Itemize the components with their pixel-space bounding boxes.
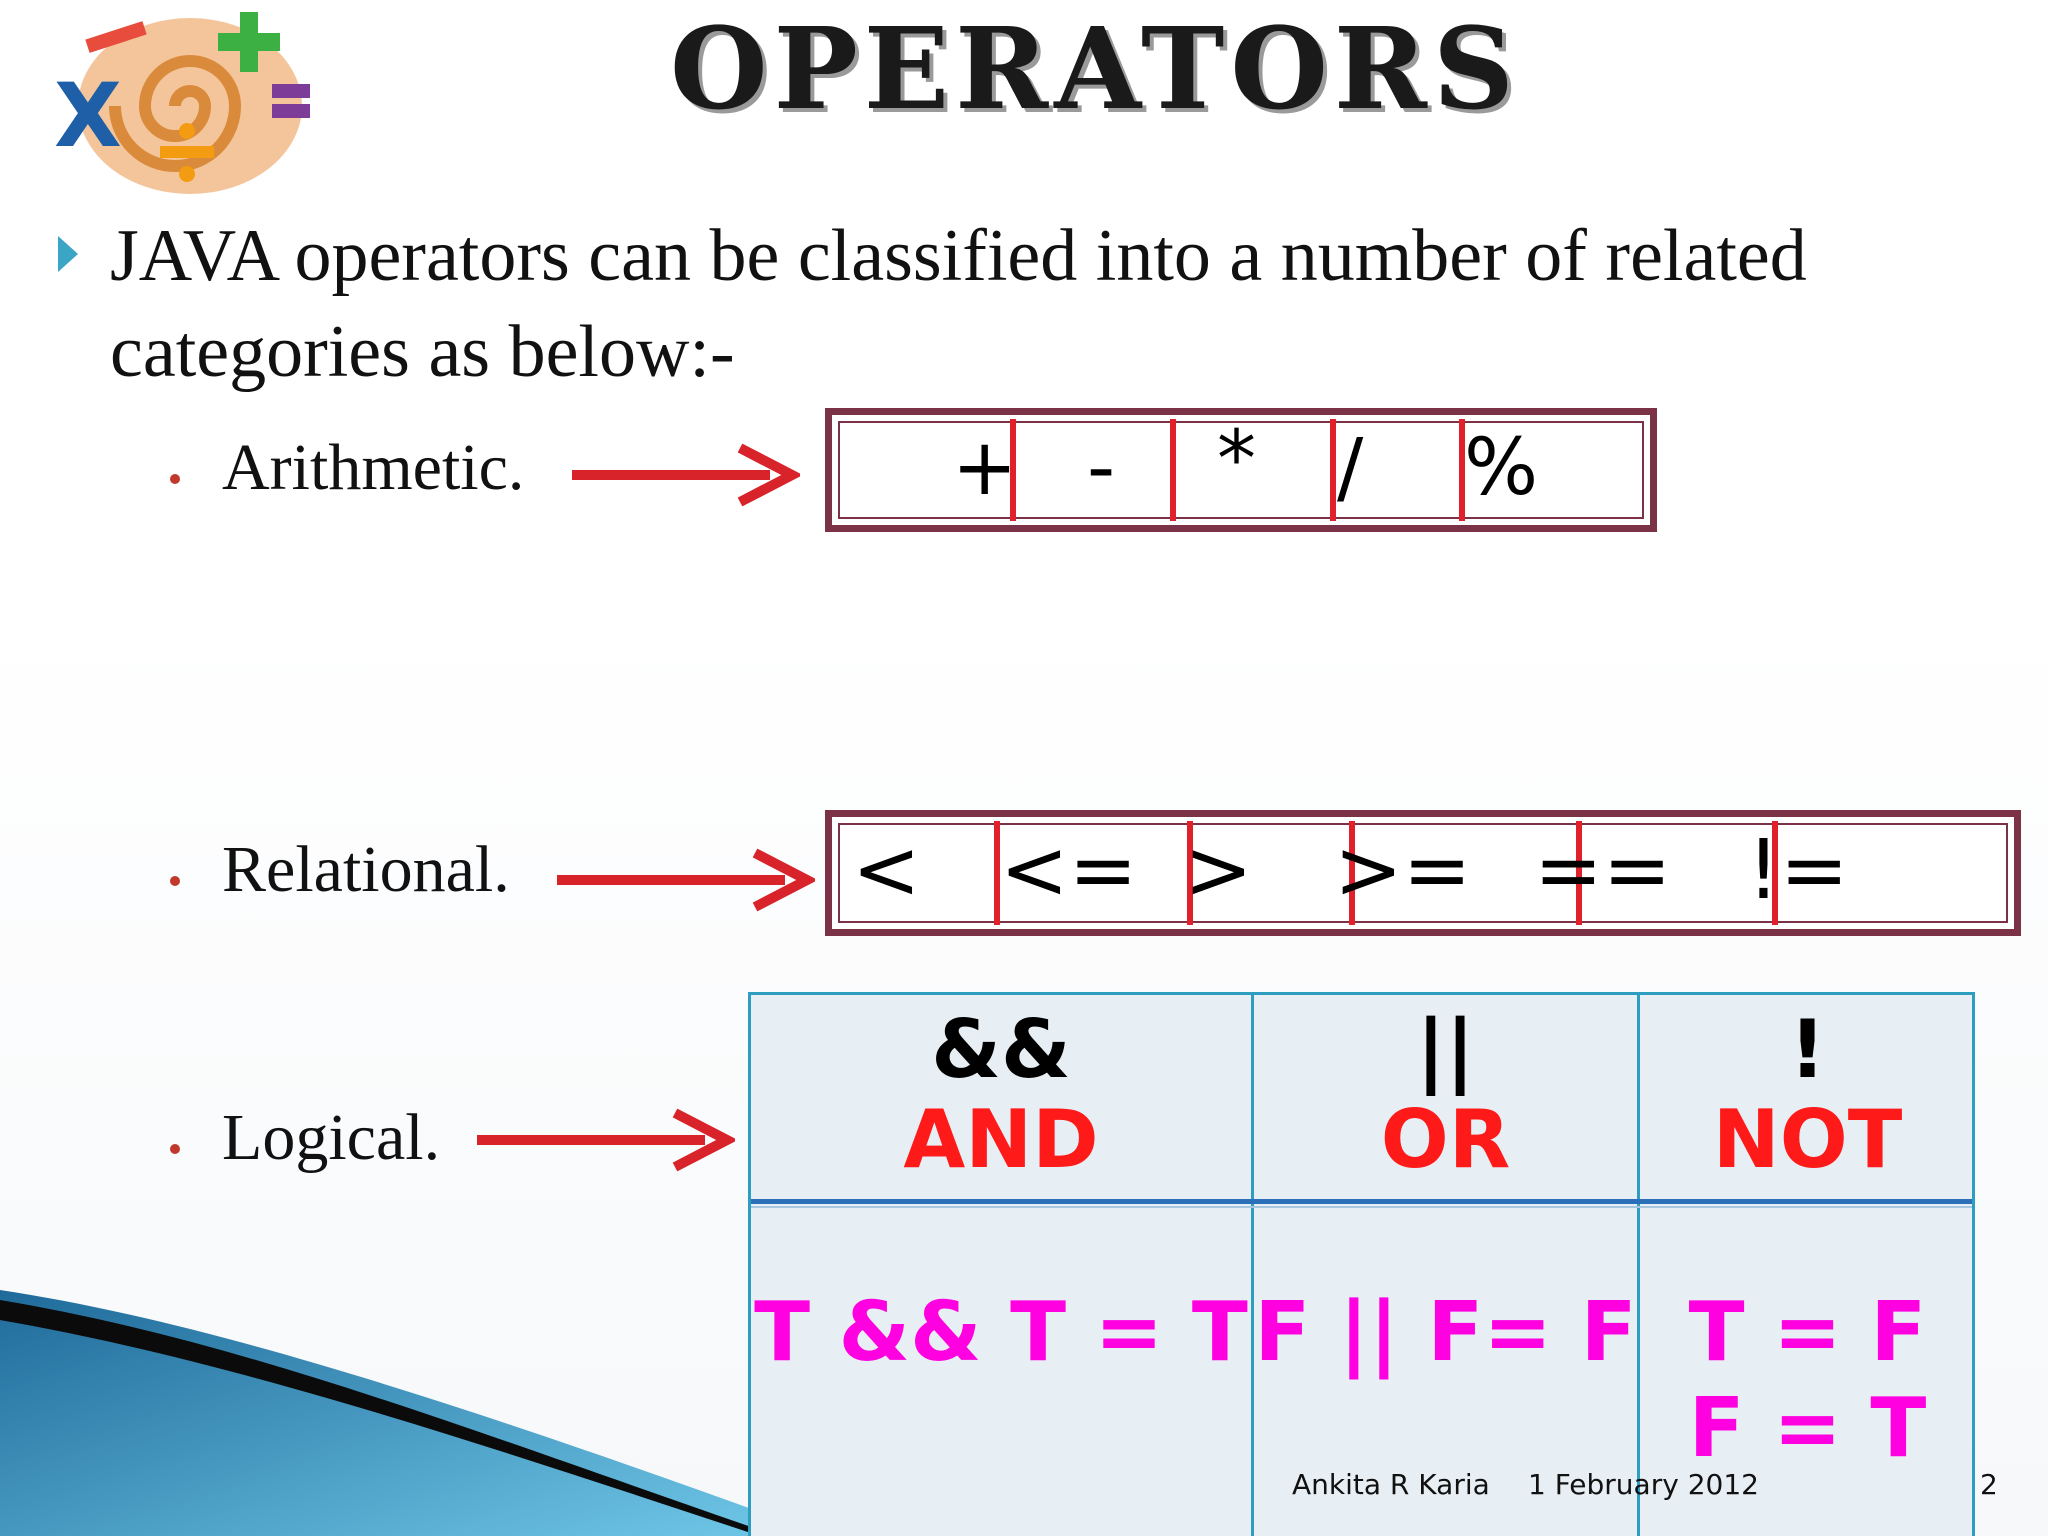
and-label: AND	[903, 1093, 1099, 1186]
operator-less-than: <	[852, 823, 921, 918]
relational-operators-box: < <= > >= == !=	[825, 810, 2021, 936]
separator	[994, 821, 1000, 925]
blue-swoosh-decoration	[0, 1290, 760, 1536]
footer-date: 1 February 2012	[1528, 1468, 1759, 1501]
and-example: T && T = T	[754, 1285, 1248, 1380]
operator-modulo: %	[1464, 423, 1539, 513]
math-symbols-logo-icon: X	[54, 12, 310, 194]
red-right-arrow-icon	[477, 1108, 735, 1172]
triangle-bullet-icon	[58, 236, 78, 272]
or-example: F || F= F	[1254, 1285, 1637, 1380]
operator-less-equal: <=	[1000, 823, 1138, 918]
or-symbol: ||	[1416, 1003, 1475, 1096]
not-label: NOT	[1712, 1093, 1903, 1186]
slide-title: OPERATORS	[670, 4, 1520, 135]
separator	[1170, 419, 1176, 521]
separator	[1187, 821, 1193, 925]
page-number: 2	[1980, 1468, 1998, 1501]
operator-minus: -	[1087, 423, 1116, 513]
and-symbol: &&	[931, 1003, 1071, 1096]
category-label: Relational.	[222, 833, 510, 906]
not-example-1: T = F	[1688, 1285, 1927, 1380]
separator	[1330, 419, 1336, 521]
separator	[1349, 821, 1355, 925]
red-right-arrow-icon	[572, 443, 800, 507]
bullet-dot-icon	[170, 474, 180, 484]
red-right-arrow-icon	[557, 848, 815, 912]
arithmetic-operators-box: + - * / %	[825, 408, 1657, 532]
not-symbol: !	[1789, 1003, 1826, 1096]
intro-text: JAVA operators can be classified into a …	[110, 215, 1807, 393]
operator-not-equal: !=	[1747, 823, 1849, 918]
bullet-dot-icon	[170, 876, 180, 886]
or-label: OR	[1380, 1093, 1511, 1186]
operator-equal: ==	[1534, 823, 1672, 918]
svg-text:X: X	[54, 64, 122, 167]
category-label: Logical.	[222, 1101, 441, 1174]
operator-divide: /	[1337, 423, 1364, 513]
separator	[1459, 419, 1465, 521]
operator-plus: +	[952, 423, 1018, 513]
separator	[1576, 821, 1582, 925]
separator	[1010, 419, 1016, 521]
footer-author: Ankita R Karia	[1292, 1468, 1490, 1501]
operator-greater-equal: >=	[1334, 823, 1472, 918]
operator-multiply: *	[1217, 415, 1256, 505]
logical-operators-table: && AND T && T = T || OR F || F= F ! NOT …	[748, 992, 1975, 1536]
operator-greater-than: >	[1184, 823, 1253, 918]
category-label: Arithmetic.	[222, 431, 525, 504]
not-example-2: F = T	[1688, 1381, 1927, 1476]
bullet-dot-icon	[170, 1144, 180, 1154]
separator	[1772, 821, 1778, 925]
